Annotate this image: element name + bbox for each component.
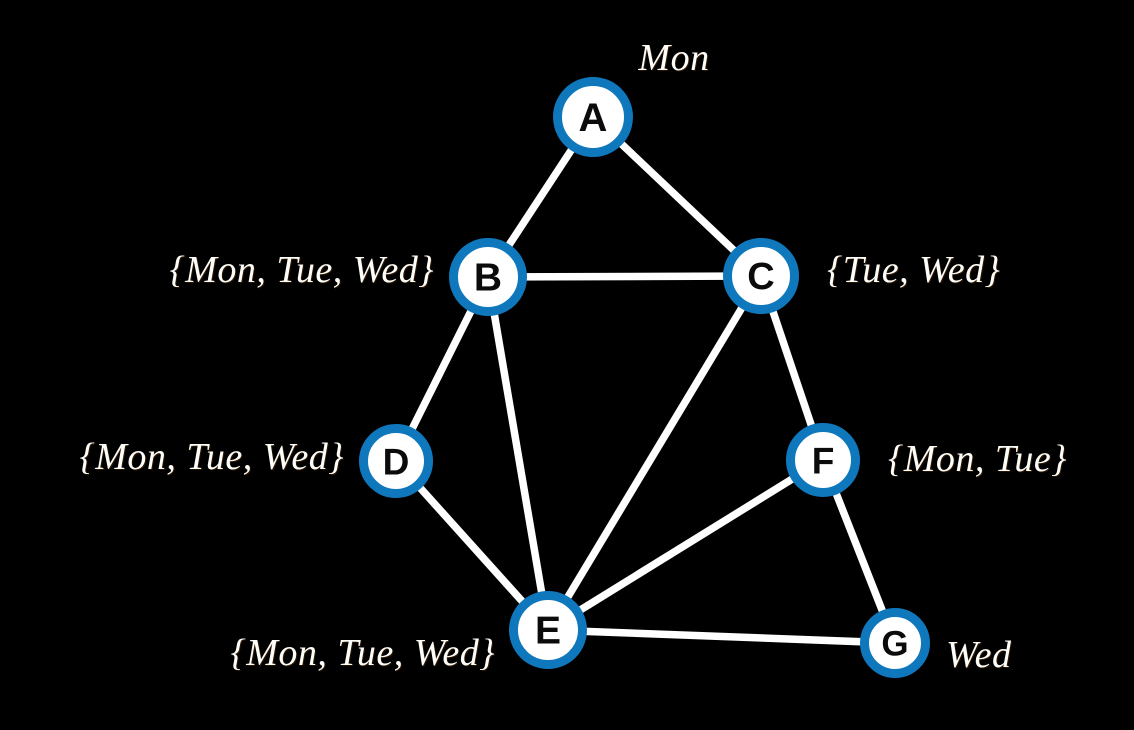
node-label-d: D (383, 442, 410, 483)
domain-label-c: {Tue, Wed} (827, 249, 1001, 291)
graph-edge-b-c (484, 272, 765, 281)
graph-edge-c-e (544, 272, 765, 634)
node-label-b: B (474, 257, 502, 300)
node-circle-g (860, 608, 930, 678)
graph-node-d[interactable]: D (359, 424, 433, 498)
graph-node-e[interactable]: E (509, 591, 587, 669)
domain-label-f: {Mon, Tue} (888, 438, 1067, 480)
node-label-f: F (812, 441, 835, 482)
graph-node-f[interactable]: F (786, 423, 860, 497)
graph-edge-e-f (544, 456, 827, 634)
edge-layer (392, 113, 899, 647)
graph-node-c[interactable]: C (723, 238, 799, 314)
domain-label-b: {Mon, Tue, Wed} (169, 249, 434, 291)
node-label-a: A (579, 96, 608, 140)
graph-node-b[interactable]: B (449, 238, 527, 316)
node-circle-f (786, 423, 860, 497)
domain-label-d: {Mon, Tue, Wed} (79, 436, 344, 478)
node-circle-e (509, 591, 587, 669)
graph-edge-e-g (544, 626, 899, 647)
domain-label-g: Wed (946, 634, 1012, 676)
node-label-e: E (535, 610, 561, 653)
node-circle-b (449, 238, 527, 316)
graph-node-g[interactable]: G (860, 608, 930, 678)
graph-edge-b-e (484, 273, 552, 634)
node-layer: A B C D E F G (359, 77, 930, 678)
node-circle-a (553, 77, 633, 157)
graph-node-a[interactable]: A (553, 77, 633, 157)
node-label-c: C (747, 256, 774, 298)
node-circle-c (723, 238, 799, 314)
domain-label-e: {Mon, Tue, Wed} (230, 632, 495, 674)
domain-label-a: Mon (638, 37, 710, 79)
node-label-g: G (881, 625, 908, 664)
node-circle-d (359, 424, 433, 498)
